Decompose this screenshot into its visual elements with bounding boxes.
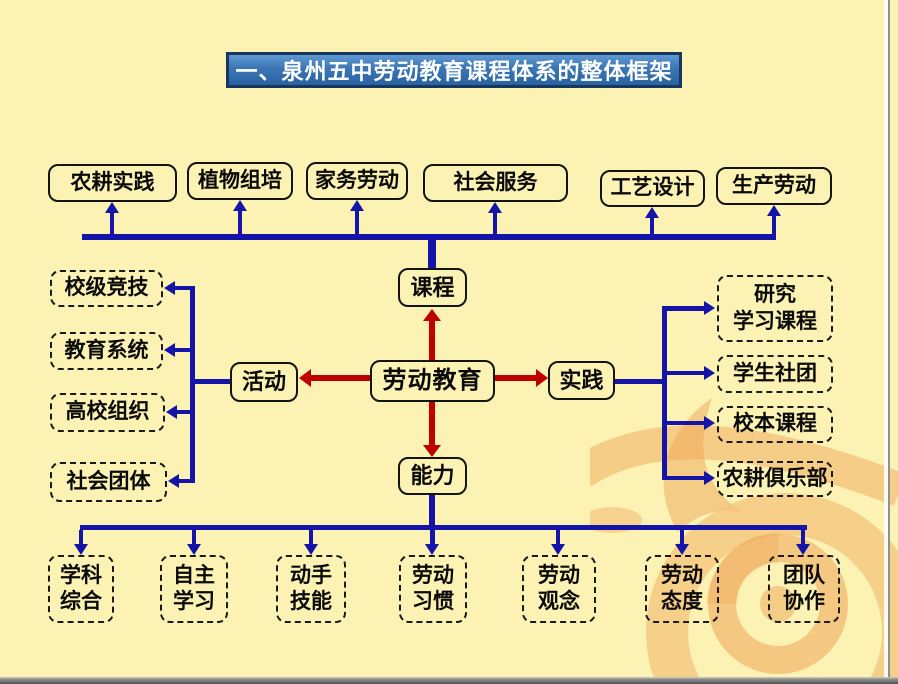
arrow-shaft — [174, 286, 190, 290]
arrow-shaft — [680, 530, 684, 545]
bottom-trunk-line — [80, 525, 807, 530]
node-productive-labor: 生产劳动 — [716, 167, 832, 205]
node-labor-attitude: 劳动 态度 — [645, 555, 719, 623]
red-arrow-to-courses — [423, 309, 441, 321]
node-social-organizations: 社会团体 — [50, 462, 167, 502]
arrow-to-social-organizations — [168, 474, 179, 488]
arrow-shaft — [178, 479, 190, 483]
arrow-shaft — [174, 348, 190, 352]
arrow-to-housework — [350, 200, 364, 211]
arrow-to-university-organizations — [166, 405, 177, 419]
node-university-organizations: 高校组织 — [50, 393, 165, 432]
node-craft-design: 工艺设计 — [600, 170, 705, 207]
red-shaft-down — [429, 402, 435, 446]
arrow-shaft — [556, 530, 560, 545]
red-shaft-right — [495, 375, 537, 381]
node-student-clubs: 学生社团 — [717, 355, 833, 393]
arrow-shaft — [355, 210, 359, 236]
courses-trunk-connector — [428, 234, 436, 270]
arrow-to-subject-integration — [74, 544, 88, 555]
red-arrow-to-activities — [299, 369, 311, 387]
arrow-shaft — [772, 215, 776, 239]
node-school-based-curriculum: 校本课程 — [717, 406, 833, 443]
arrow-shaft — [650, 217, 654, 239]
arrow-shaft — [176, 410, 190, 414]
slide-right-border — [888, 0, 890, 677]
arrow-to-school-based-curriculum — [704, 416, 715, 430]
arrow-shaft — [801, 530, 805, 545]
arrow-to-hands-on-skills — [304, 544, 318, 555]
arrow-shaft — [662, 306, 705, 311]
arrow-to-labor-concepts — [551, 544, 565, 555]
node-housework: 家务劳动 — [306, 162, 408, 200]
arrow-shaft — [309, 530, 313, 545]
arrow-to-labor-habits — [425, 544, 439, 555]
arrow-shaft — [192, 530, 196, 545]
node-abilities: 能力 — [398, 457, 467, 495]
arrow-to-community-service — [488, 202, 502, 213]
node-self-directed-learning: 自主 学习 — [160, 555, 228, 623]
arrow-to-farming-practice — [105, 202, 119, 213]
arrow-to-student-clubs — [704, 366, 715, 380]
arrow-shaft — [667, 371, 705, 375]
node-education-system: 教育系统 — [50, 332, 163, 370]
arrow-to-research-learning-course — [704, 301, 715, 315]
node-labor-education: 劳动教育 — [370, 360, 495, 402]
arrow-to-farming-club — [704, 471, 715, 485]
node-hands-on-skills: 动手 技能 — [276, 555, 346, 623]
slide-title: 一、泉州五中劳动教育课程体系的整体框架 — [226, 52, 682, 88]
node-labor-concepts: 劳动 观念 — [522, 555, 596, 623]
arrow-to-labor-attitude — [675, 544, 689, 555]
node-activities: 活动 — [230, 362, 298, 402]
red-arrow-to-practice — [536, 369, 548, 387]
abilities-trunk-connector — [429, 494, 435, 527]
activities-trunk-connector — [193, 379, 230, 384]
slide-bottom-border — [0, 677, 898, 684]
red-arrow-to-abilities — [423, 445, 441, 457]
arrow-to-productive-labor — [767, 205, 781, 216]
arrow-to-plant-tissue-culture — [233, 200, 247, 211]
node-teamwork: 团队 协作 — [768, 555, 840, 623]
node-farming-club: 农耕俱乐部 — [717, 461, 833, 497]
arrow-shaft — [110, 212, 114, 236]
red-shaft-left — [310, 375, 370, 381]
arrow-to-education-system — [164, 343, 175, 357]
node-farming-practice: 农耕实践 — [48, 164, 177, 202]
node-school-competitions: 校级竞技 — [50, 270, 163, 307]
node-subject-integration: 学科 综合 — [48, 555, 114, 623]
arrow-shaft — [430, 530, 435, 545]
arrow-to-self-directed-learning — [187, 544, 201, 555]
node-labor-habits: 劳动 习惯 — [399, 555, 467, 623]
node-courses: 课程 — [398, 268, 467, 307]
node-plant-tissue-culture: 植物组培 — [187, 162, 293, 200]
arrow-shaft — [667, 476, 705, 480]
slide-right-margin — [884, 0, 888, 677]
arrow-to-school-competitions — [164, 281, 175, 295]
arrow-shaft — [667, 421, 705, 425]
left-trunk-line — [190, 286, 195, 483]
arrow-shaft — [79, 530, 83, 545]
arrow-shaft — [238, 210, 242, 236]
right-trunk-line — [662, 306, 667, 480]
red-shaft-up — [429, 320, 435, 360]
arrow-to-teamwork — [796, 544, 810, 555]
node-research-learning-course: 研究 学习课程 — [717, 275, 833, 342]
practice-trunk-connector — [615, 379, 665, 384]
node-community-service: 社会服务 — [423, 164, 568, 202]
node-practice: 实践 — [548, 361, 615, 400]
arrow-to-craft-design — [645, 207, 659, 218]
arrow-shaft — [493, 212, 497, 236]
